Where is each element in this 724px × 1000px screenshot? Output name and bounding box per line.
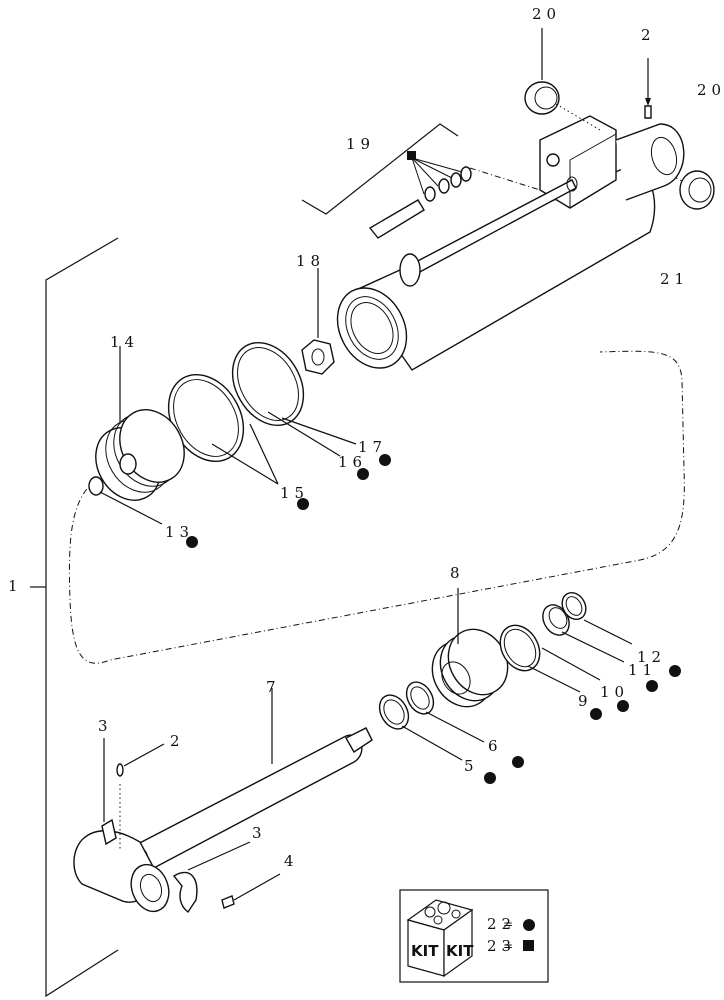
- callout-4: 4: [284, 852, 299, 870]
- callout-20-top: 20: [532, 5, 561, 23]
- callout-3-top: 3: [98, 717, 113, 735]
- kit-legend: KIT KIT 22 = 23 =: [399, 889, 549, 983]
- seal-10: [541, 647, 601, 681]
- callout-18: 18: [296, 252, 325, 270]
- callout-12: 12: [637, 648, 666, 666]
- callout-6: 5: [464, 757, 479, 775]
- bullet-6: [484, 772, 496, 784]
- callout-14: 14: [110, 333, 139, 351]
- hex-nut: [301, 268, 335, 375]
- seal-12: [561, 591, 633, 645]
- callout-21: 21: [660, 270, 689, 288]
- grease-fitting-top: [644, 58, 652, 119]
- kit-legend-frame: [399, 889, 549, 983]
- relief-valve: [301, 123, 541, 239]
- bullet-7: [512, 756, 524, 768]
- piston-rod: [128, 688, 373, 873]
- kit-item-23-number: 23: [487, 937, 516, 955]
- callout-5: 7: [266, 678, 281, 696]
- bullet-13: [186, 536, 198, 548]
- callout-10: 10: [600, 683, 629, 701]
- callout-19: 19: [346, 135, 375, 153]
- callout-13: 13: [165, 523, 194, 541]
- bullet-17: [379, 454, 391, 466]
- bullet-16: [357, 468, 369, 480]
- bullet-11: [646, 680, 658, 692]
- callout-2-lower: 2: [170, 732, 185, 750]
- kit-item-22-number: 22: [487, 915, 516, 933]
- subassembly-loop: [68, 350, 685, 664]
- callout-20-right: 20: [697, 81, 724, 99]
- callout-9: 9: [578, 692, 593, 710]
- kit-22-markers: [186, 454, 681, 784]
- rod-eye: [73, 784, 170, 913]
- gland: [95, 346, 185, 501]
- wear-ring-9: [499, 624, 581, 693]
- kit-item-22-circle-symbol: [523, 919, 535, 931]
- callout-11: 11: [628, 661, 657, 679]
- kit-label-right: KIT: [446, 942, 474, 960]
- callout-8: 8: [450, 564, 465, 582]
- assembly-bracket: [30, 237, 119, 998]
- set-screw: [221, 873, 281, 909]
- cylinder-barrel: [336, 115, 685, 371]
- seal-20-right: [675, 170, 715, 210]
- grease-fitting-lower: [116, 743, 165, 777]
- kit-box-icon: KIT KIT: [406, 899, 474, 978]
- kit-item-23-eq: =: [503, 939, 513, 953]
- o-ring-17: [231, 341, 357, 445]
- kit-label-left: KIT: [411, 942, 439, 960]
- ring-13: [88, 476, 163, 525]
- kit-item-22-eq: =: [503, 917, 513, 931]
- callout-1: 1: [8, 577, 23, 595]
- retaining-clip: [101, 738, 251, 914]
- bullet-12: [669, 665, 681, 677]
- seal-7: [405, 681, 485, 743]
- bullet-15: [297, 498, 309, 510]
- callout-7: 6: [488, 737, 503, 755]
- kit-item-23-square-symbol: [523, 940, 534, 951]
- callouts: 20 2 20 19 21 18 14 17 16 15 13 1 8 12 1…: [8, 5, 724, 870]
- bullet-9: [590, 708, 602, 720]
- callout-3-lower: 3: [252, 824, 267, 842]
- callout-17: 17: [358, 438, 387, 456]
- bullet-10: [617, 700, 629, 712]
- seal-20-left: [524, 28, 601, 131]
- piston: [431, 588, 509, 708]
- callout-15: 15: [280, 484, 309, 502]
- callout-2-top: 2: [641, 26, 656, 44]
- callout-16: 16: [338, 453, 367, 471]
- o-ring-15-lines: [211, 423, 279, 485]
- seal-6: [378, 694, 463, 761]
